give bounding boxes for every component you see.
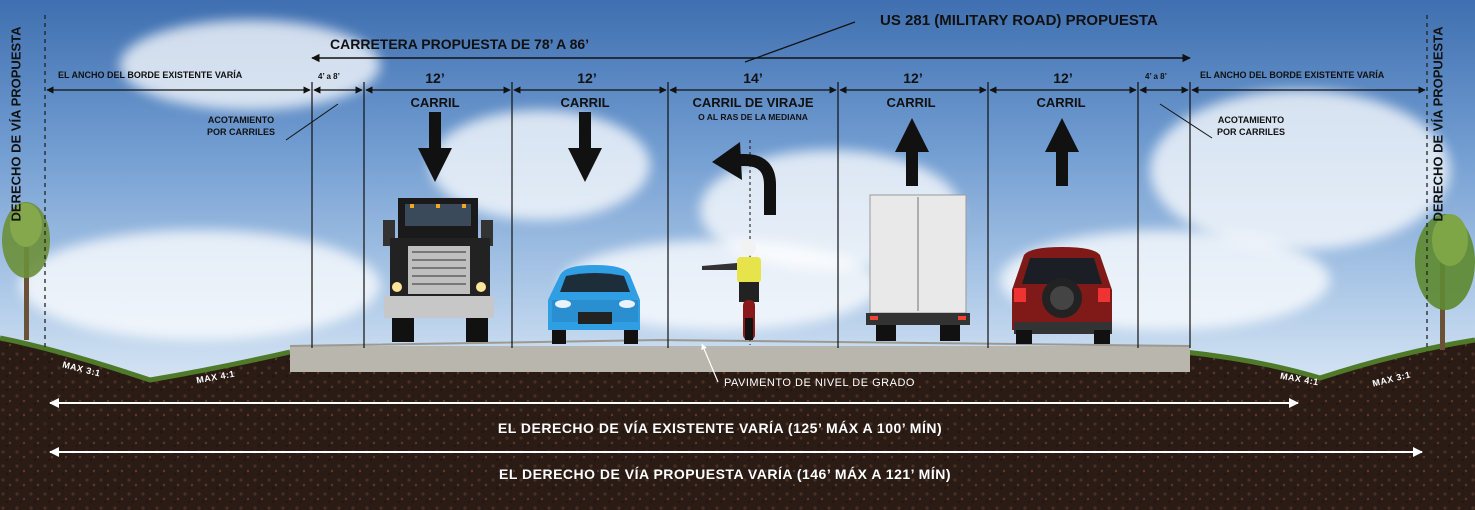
- proposed-row-label: EL DERECHO DE VÍA PROPUESTA VARÍA (146’ …: [499, 466, 951, 482]
- lane-label: CARRIL: [1036, 95, 1086, 110]
- existing-row-label: EL DERECHO DE VÍA EXISTENTE VARÍA (125’ …: [497, 420, 943, 436]
- cloud: [20, 230, 380, 340]
- title-leader: [744, 21, 856, 63]
- turn-left-arrow-icon: [712, 142, 776, 215]
- row-label-left: DERECHO DE VÍA PROPUESTA: [8, 26, 24, 222]
- cloud: [120, 20, 380, 110]
- lane-width: 12’: [577, 70, 597, 86]
- lane-width: 12’: [1053, 70, 1073, 86]
- lane-label: CARRIL: [560, 95, 610, 110]
- tree-right-icon: [1415, 214, 1475, 350]
- box-truck-icon: [866, 194, 970, 341]
- lane-sublabel: O AL RAS DE LA MEDIANA: [698, 112, 808, 122]
- tree-left-icon: [2, 202, 50, 340]
- arrow-down-icon: [568, 112, 602, 182]
- lane-label: CARRIL: [886, 95, 936, 110]
- shoulder-label-right: ACOTAMIENTO POR CARRILES: [1216, 115, 1285, 137]
- soil: [0, 338, 1475, 510]
- lane-width: 12’: [903, 70, 923, 86]
- arrow-up-icon: [1045, 118, 1079, 186]
- blue-sedan-icon: [548, 265, 640, 344]
- arrow-up-icon: [895, 118, 929, 186]
- grass-right: [1184, 337, 1475, 381]
- shoulder-width-right: 4’ a 8’: [1145, 72, 1167, 81]
- pavement: [290, 346, 1190, 372]
- roadway-width-label: CARRETERA PROPUESTA DE 78’ A 86’: [330, 36, 590, 52]
- border-label-right: EL ANCHO DEL BORDE EXISTENTE VARÍA: [1200, 70, 1385, 80]
- pavement-label: PAVIMENTO DE NIVEL DE GRADO: [724, 377, 915, 389]
- semi-truck-icon: [383, 198, 494, 342]
- title: US 281 (MILITARY ROAD) PROPUESTA: [880, 12, 1158, 29]
- border-label-left: EL ANCHO DEL BORDE EXISTENTE VARÍA: [58, 70, 243, 80]
- lane-width: 12’: [425, 70, 445, 86]
- grass-left: [0, 335, 291, 383]
- lane-label: CARRIL: [410, 95, 460, 110]
- lane-width: 14’: [743, 70, 763, 86]
- lane-label: CARRIL DE VIRAJE: [692, 95, 814, 110]
- red-suv-icon: [1012, 247, 1112, 344]
- cloud: [1150, 90, 1450, 250]
- arrow-down-icon: [418, 112, 452, 182]
- row-label-right: DERECHO DE VÍA PROPUESTA: [1430, 26, 1446, 222]
- motorcyclist-icon: [702, 240, 761, 340]
- shoulder-width-left: 4’ a 8’: [318, 72, 340, 81]
- shoulder-label-left: ACOTAMIENTO POR CARRILES: [206, 115, 275, 137]
- lane-lines: [311, 82, 1191, 348]
